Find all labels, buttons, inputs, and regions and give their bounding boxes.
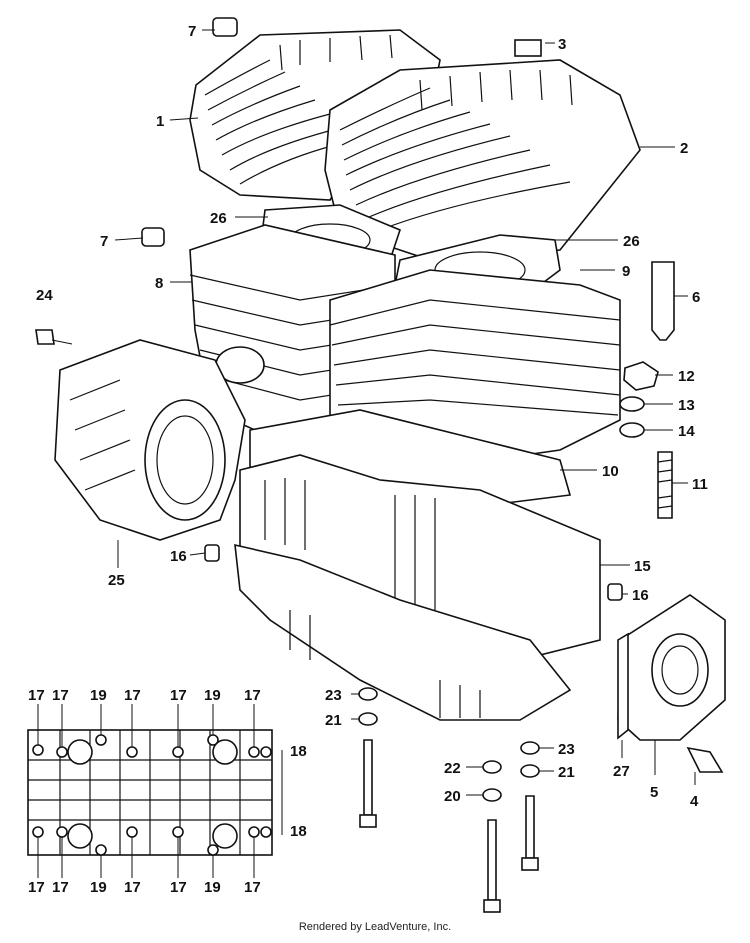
fan-housing[interactable] bbox=[54, 339, 246, 541]
head-nut[interactable] bbox=[514, 39, 542, 57]
callout-12: 12 bbox=[678, 368, 695, 385]
stud-bolt-lower[interactable] bbox=[657, 451, 673, 519]
callout-26-right: 26 bbox=[623, 233, 640, 250]
bolt-short-right[interactable] bbox=[525, 795, 535, 859]
callout-10: 10 bbox=[602, 463, 619, 480]
plug-cap-side[interactable] bbox=[141, 227, 165, 247]
callout-20: 20 bbox=[444, 788, 461, 805]
callout-17: 17 bbox=[244, 879, 261, 896]
leader-lines bbox=[51, 29, 696, 796]
callout-labels: 7 3 1 2 26 26 7 8 9 6 24 12 13 14 10 11 … bbox=[28, 23, 708, 896]
callout-24: 24 bbox=[36, 287, 53, 304]
washer-21-left[interactable] bbox=[358, 712, 378, 726]
callout-17: 17 bbox=[124, 879, 141, 896]
crankcase-lower[interactable] bbox=[234, 543, 572, 721]
callout-27: 27 bbox=[613, 763, 630, 780]
seal-housing[interactable] bbox=[617, 594, 726, 741]
callout-2: 2 bbox=[680, 140, 688, 157]
callout-18: 18 bbox=[290, 823, 307, 840]
callout-8: 8 bbox=[155, 275, 163, 292]
housing-bolt[interactable] bbox=[35, 329, 55, 345]
washer-22[interactable] bbox=[482, 760, 502, 774]
callout-11: 11 bbox=[692, 476, 708, 493]
nut[interactable] bbox=[623, 361, 659, 391]
callout-17: 17 bbox=[52, 879, 69, 896]
callout-23-right: 23 bbox=[558, 741, 575, 758]
crankcase-bottom-view bbox=[27, 729, 283, 856]
flat-washer[interactable] bbox=[619, 422, 645, 438]
callout-19: 19 bbox=[204, 879, 221, 896]
callout-19: 19 bbox=[90, 687, 107, 704]
callout-17: 17 bbox=[28, 879, 45, 896]
callout-1: 1 bbox=[156, 113, 164, 130]
callout-17: 17 bbox=[52, 687, 69, 704]
washer-23-left[interactable] bbox=[358, 687, 378, 701]
washer-20[interactable] bbox=[482, 788, 502, 802]
stud-bolt-upper[interactable] bbox=[651, 261, 675, 341]
callout-17: 17 bbox=[170, 687, 187, 704]
callout-3: 3 bbox=[558, 36, 566, 53]
callout-17: 17 bbox=[124, 687, 141, 704]
callout-16-left: 16 bbox=[170, 548, 187, 565]
washer-23-right[interactable] bbox=[520, 741, 540, 755]
callout-19: 19 bbox=[204, 687, 221, 704]
seal-gasket[interactable] bbox=[617, 632, 629, 740]
washer-21-right[interactable] bbox=[520, 764, 540, 778]
plug-cap-top[interactable] bbox=[212, 17, 238, 37]
callout-17: 17 bbox=[170, 879, 187, 896]
callout-26-left: 26 bbox=[210, 210, 227, 227]
callout-13: 13 bbox=[678, 397, 695, 414]
callout-21-left: 21 bbox=[325, 712, 342, 729]
callout-15: 15 bbox=[634, 558, 651, 575]
callout-23-left: 23 bbox=[325, 687, 342, 704]
callout-19: 19 bbox=[90, 879, 107, 896]
bolt-long-center[interactable] bbox=[487, 819, 497, 901]
callout-17: 17 bbox=[28, 687, 45, 704]
bottom-view-leaders bbox=[37, 704, 255, 878]
cylinder-head-right[interactable] bbox=[324, 39, 641, 261]
callout-17: 17 bbox=[244, 687, 261, 704]
callout-7-top: 7 bbox=[188, 23, 196, 40]
screw[interactable] bbox=[686, 746, 724, 773]
callout-16-right: 16 bbox=[632, 587, 649, 604]
callout-6: 6 bbox=[692, 289, 700, 306]
callout-18: 18 bbox=[290, 743, 307, 760]
callout-7-side: 7 bbox=[100, 233, 108, 250]
dowel-pin-left[interactable] bbox=[204, 544, 220, 562]
callout-5: 5 bbox=[650, 784, 658, 801]
dowel-pin-right[interactable] bbox=[607, 583, 623, 601]
callout-21-right: 21 bbox=[558, 764, 575, 781]
callout-22: 22 bbox=[444, 760, 461, 777]
spring-washer[interactable] bbox=[619, 396, 645, 412]
footer-credit: Rendered by LeadVenture, Inc. bbox=[298, 921, 452, 933]
callout-4: 4 bbox=[690, 793, 699, 810]
callout-9: 9 bbox=[622, 263, 630, 280]
bolt-long-left[interactable] bbox=[363, 739, 373, 816]
callout-25: 25 bbox=[108, 572, 125, 589]
callout-14: 14 bbox=[678, 423, 695, 440]
